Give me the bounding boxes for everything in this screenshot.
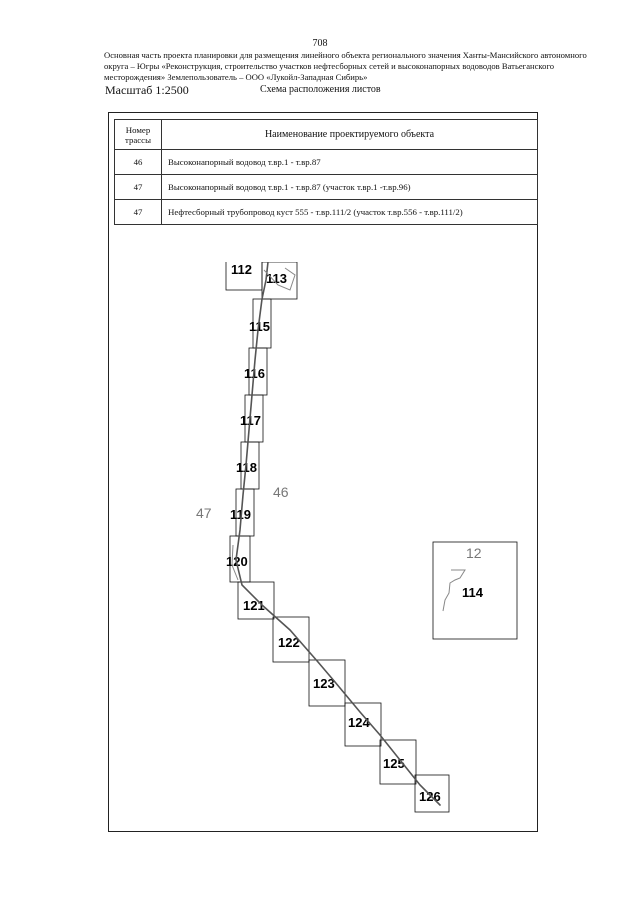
sheet-label-124: 124 <box>348 715 370 730</box>
sheet-123: 123 <box>308 659 346 707</box>
sheet-label-113: 113 <box>266 271 287 286</box>
sheet-label-112: 112 <box>231 262 252 277</box>
sheet-label-119: 119 <box>230 507 251 522</box>
pipeline-route-branch <box>263 267 296 291</box>
table-row: 46 Высоконапорный водовод т.вр.1 - т.вр.… <box>114 149 538 175</box>
trace-label-46: 46 <box>273 484 289 500</box>
object-name: Высоконапорный водовод т.вр.1 - т.вр.87 <box>161 149 538 175</box>
sheet-label-115: 115 <box>249 319 270 334</box>
sheet-label-122: 122 <box>278 635 300 650</box>
sheet-label-123: 123 <box>313 676 335 691</box>
sheet-115: 115 <box>249 298 272 349</box>
document-header: Основная часть проекта планировки для ра… <box>104 50 587 82</box>
sheet-124: 124 <box>344 702 382 747</box>
drawing-frame <box>108 112 538 832</box>
sheet-126: 126 <box>414 774 450 813</box>
trace-label-12: 12 <box>466 545 482 561</box>
sheet-121: 121 <box>237 581 275 620</box>
sheet-label-114: 114 <box>462 585 484 600</box>
pipeline-route <box>235 262 441 806</box>
object-name: Высоконапорный водовод т.вр.1 - т.вр.87 … <box>161 174 538 200</box>
page-number: 708 <box>312 38 328 49</box>
trace-label-47: 47 <box>196 505 212 521</box>
pipeline-route-parallel <box>231 544 239 581</box>
route-legend-table: Номер трассы Наименование проектируемого… <box>114 119 538 225</box>
object-name: Нефтесборный трубопровод куст 555 - т.вр… <box>161 199 538 225</box>
header-object-name: Наименование проектируемого объекта <box>161 119 538 150</box>
sheet-114: 114 <box>432 541 518 640</box>
table-row: 47 Нефтесборный трубопровод куст 555 - т… <box>114 199 538 225</box>
table-header-row: Номер трассы Наименование проектируемого… <box>114 119 538 150</box>
sheet-125: 125 <box>379 739 417 785</box>
scale-label: Масштаб 1:2500 <box>105 83 189 97</box>
route-12-line <box>442 569 466 612</box>
sheet-label-125: 125 <box>383 756 405 771</box>
sheet-112: 112 <box>225 262 263 291</box>
sheet-113: 113 <box>261 262 298 300</box>
sheet-122: 122 <box>272 616 310 663</box>
scheme-title: Схема расположения листов <box>260 84 381 95</box>
